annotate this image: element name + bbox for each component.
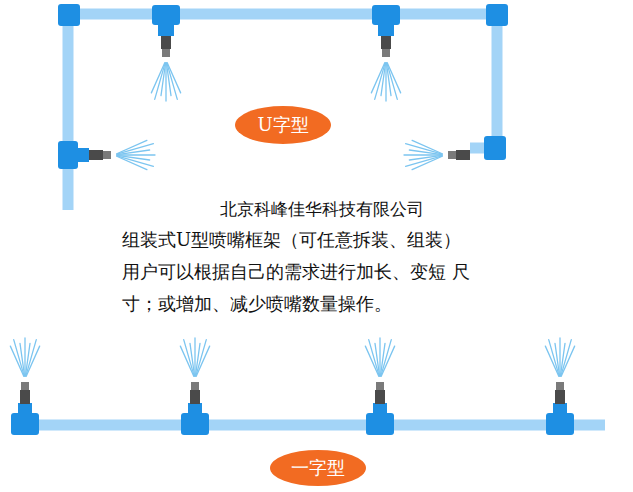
nozzle-tip xyxy=(191,382,199,390)
tee-stub xyxy=(188,403,202,415)
spray-line xyxy=(404,154,442,155)
spray-line xyxy=(412,140,442,153)
tee xyxy=(58,141,78,169)
spray-line xyxy=(14,340,24,377)
nozzle-tip xyxy=(376,382,384,390)
spray-line xyxy=(167,63,177,100)
spray-line xyxy=(386,63,391,96)
pipes xyxy=(15,14,605,425)
nozzle-body xyxy=(89,150,103,160)
spray-line xyxy=(196,346,209,376)
shape-label: U字型 xyxy=(257,114,308,136)
spray-line xyxy=(559,338,560,376)
nozzle-body xyxy=(555,390,565,404)
spray-line xyxy=(117,150,150,155)
spray-line xyxy=(387,63,397,100)
tee-stub xyxy=(373,403,387,415)
nozzle-body xyxy=(456,150,470,160)
spray-line xyxy=(190,343,195,376)
spray-line xyxy=(20,343,25,376)
fittings xyxy=(11,4,574,435)
spray-line xyxy=(184,340,194,377)
spray-line xyxy=(26,346,39,376)
elbow xyxy=(486,4,508,26)
shape-label: 一字型 xyxy=(291,457,345,479)
spray-line xyxy=(561,346,574,376)
tee-stub xyxy=(378,23,394,36)
spray-line xyxy=(409,155,442,160)
sprays xyxy=(10,63,574,377)
tee-stub xyxy=(553,403,567,415)
spray-line xyxy=(371,63,384,93)
spray-line xyxy=(24,338,25,376)
spray-line xyxy=(381,346,394,376)
spray-line xyxy=(379,338,380,376)
watermark: 北京科峰佳华科技有限公司 xyxy=(220,198,460,220)
tee xyxy=(546,413,574,435)
spray-line xyxy=(117,156,147,169)
nozzle-tip xyxy=(448,151,456,159)
elbow xyxy=(484,136,506,160)
shape-ellipse: U字型 xyxy=(235,106,331,144)
nozzle-tip xyxy=(103,151,111,159)
spray-line xyxy=(117,154,155,155)
tee xyxy=(366,413,394,435)
nozzle-body xyxy=(190,390,200,404)
nozzle-body xyxy=(161,36,171,49)
tee xyxy=(372,5,400,25)
spray-line xyxy=(555,343,560,376)
nozzle-body xyxy=(375,390,385,404)
nozzle-tip xyxy=(382,49,390,57)
nozzle-body xyxy=(381,36,391,49)
spray-line xyxy=(194,338,195,376)
nozzles xyxy=(20,36,565,404)
nozzle-tip xyxy=(162,49,170,57)
spray-line xyxy=(549,340,559,377)
shape-ellipse: 一字型 xyxy=(270,450,366,486)
pipe xyxy=(68,9,497,20)
elbow xyxy=(58,4,80,26)
nozzle-tip xyxy=(21,382,29,390)
pipe xyxy=(470,14,497,148)
tee xyxy=(181,413,209,435)
tee-stub xyxy=(76,148,89,162)
pipe xyxy=(15,420,605,431)
pipe xyxy=(63,14,74,210)
description-text: 组装式U型喷嘴框架（可任意拆装、组装） 用户可以根据自己的需求进行加长、变短 尺… xyxy=(122,224,474,320)
tee-stub xyxy=(18,403,32,415)
tee xyxy=(152,5,180,25)
spray-line xyxy=(165,63,166,101)
nozzle-body xyxy=(20,390,30,404)
spray-line xyxy=(166,63,171,96)
spray-line xyxy=(406,156,443,166)
nozzle-tip xyxy=(556,382,564,390)
spray-line xyxy=(375,343,380,376)
tee-stub xyxy=(158,23,174,36)
tee xyxy=(11,413,39,435)
spray-line xyxy=(117,144,154,154)
spray-line xyxy=(385,63,386,101)
spray-line xyxy=(369,340,379,377)
spray-line xyxy=(151,63,164,93)
